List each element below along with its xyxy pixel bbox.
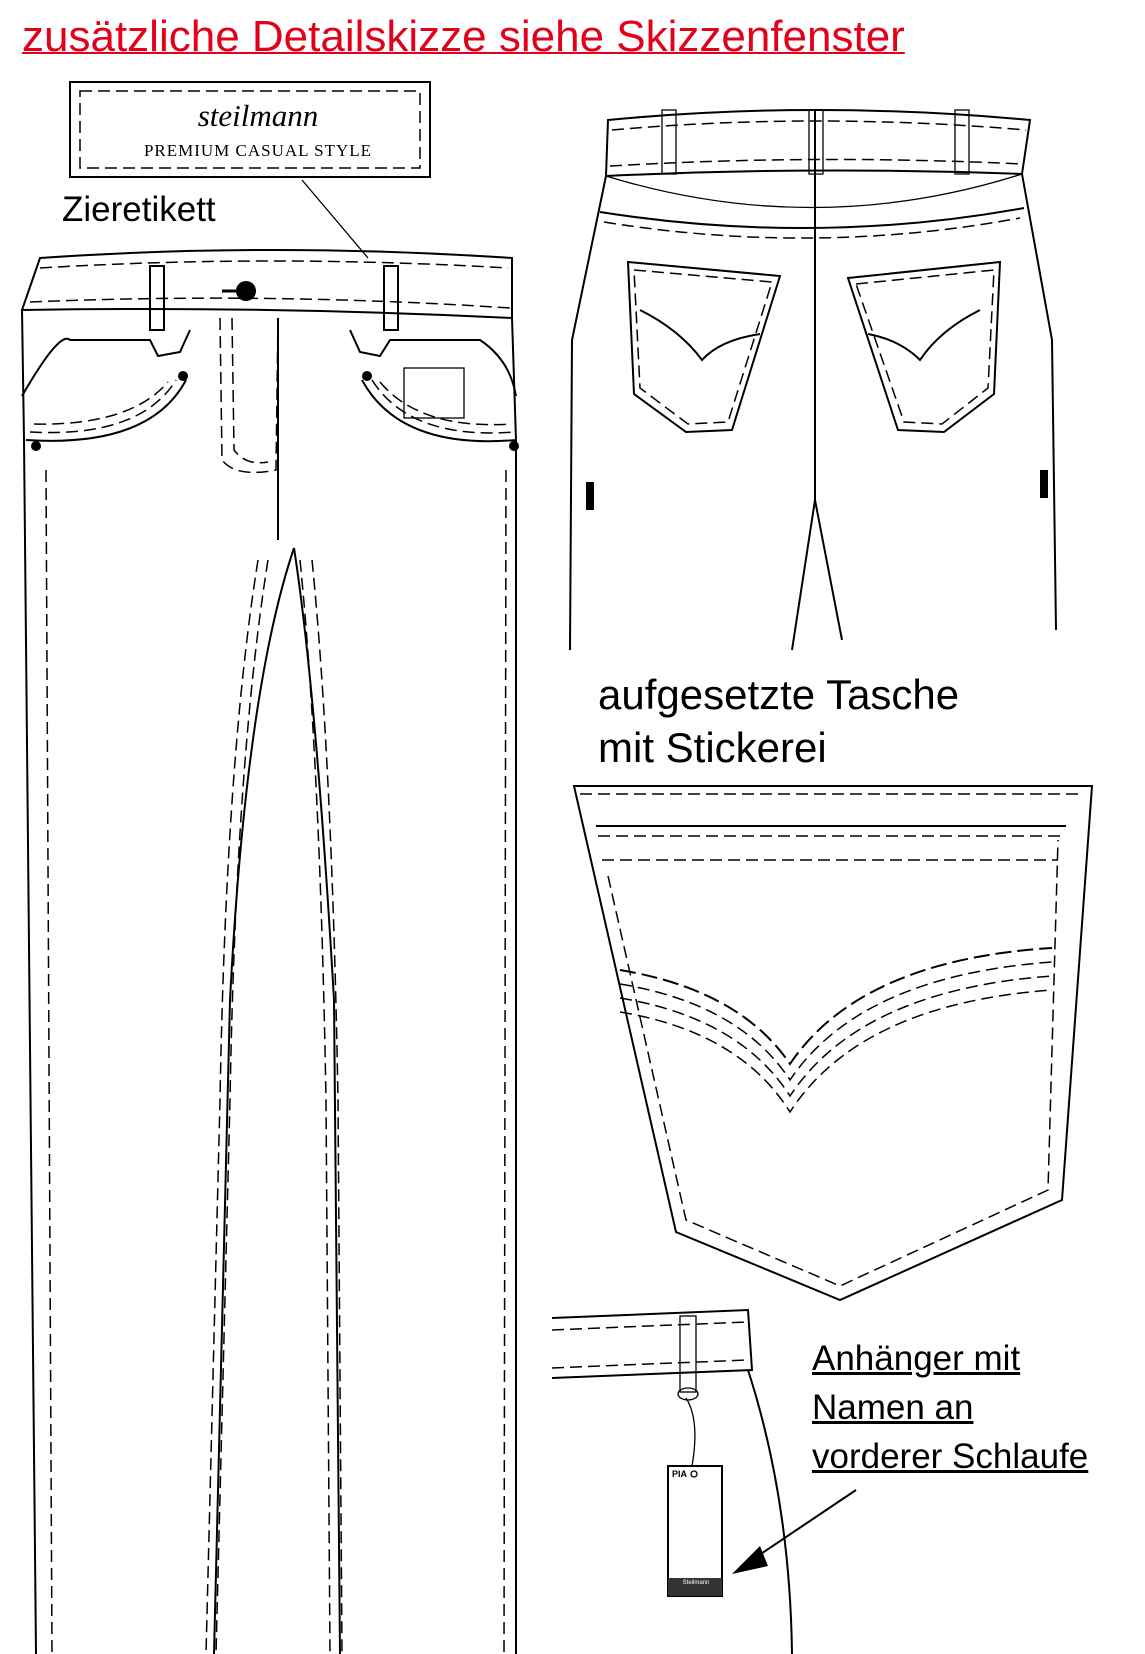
label-brand-tagline: PREMIUM CASUAL STYLE [143,141,373,160]
pocket-caption: aufgesetzte Tasche mit Stickerei [598,668,959,774]
tag-detail [551,1308,793,1654]
headline: zusätzliche Detailskizze siehe Skizzenfe… [22,12,905,61]
hang-tag [667,1465,723,1597]
tag-arrow-head [732,1546,768,1574]
pocket-caption-line2: mit Stickerei [598,724,827,771]
tag-caption-line2: Namen an [812,1388,974,1427]
hang-tag-footer: Steilmann [682,1580,710,1586]
label-callout: Zieretikett [62,190,216,229]
pocket-caption-line1: aufgesetzte Tasche [598,671,960,718]
brand-label-box [69,81,431,178]
tag-caption-line3: vorderer Schlaufe [812,1437,1089,1476]
waist-button [236,281,256,301]
tag-caption: Anhänger mit Namen an vorderer Schlaufe [812,1334,1088,1481]
label-leader-line [301,179,369,259]
front-view-jeans [20,249,519,1654]
hang-tag-name: PIA [672,1469,688,1479]
pocket-detail [572,785,1094,1302]
tag-caption-line1: Anhänger mit [812,1339,1021,1378]
label-brand-name: steilmann [197,98,319,133]
back-view-jeans [569,109,1057,651]
